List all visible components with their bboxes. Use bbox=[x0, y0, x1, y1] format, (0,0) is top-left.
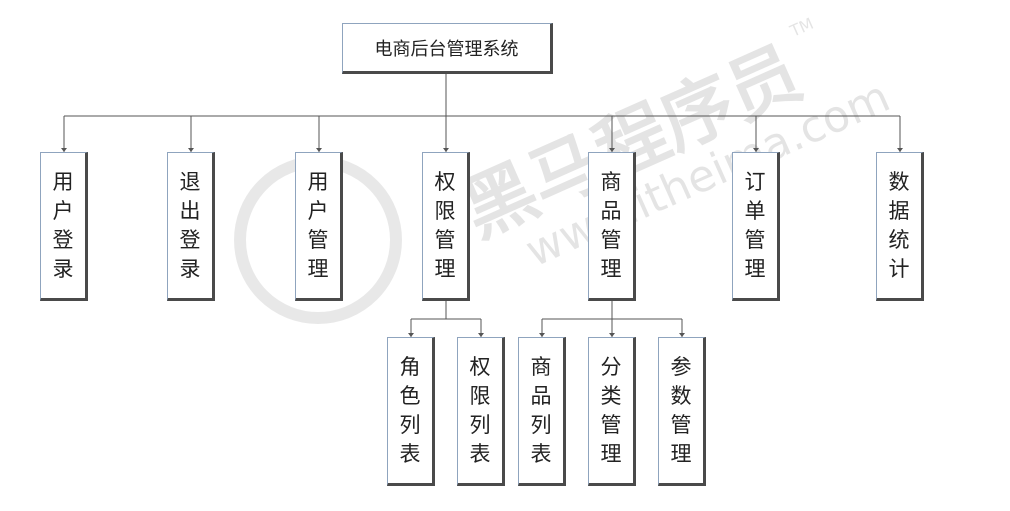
node-data-stats: 数据统计 bbox=[876, 152, 924, 301]
node-label: 分类管理 bbox=[600, 354, 622, 466]
node-order-mgmt: 订单管理 bbox=[732, 152, 780, 301]
node-logout: 退出登录 bbox=[167, 152, 215, 301]
node-label: 参数管理 bbox=[670, 354, 692, 466]
node-category-mgmt: 分类管理 bbox=[588, 337, 636, 486]
node-label: 商品列表 bbox=[530, 354, 552, 466]
node-permission-mgmt: 权限管理 bbox=[422, 152, 470, 301]
node-user-mgmt: 用户管理 bbox=[295, 152, 343, 301]
node-label: 退出登录 bbox=[179, 169, 201, 281]
node-label: 订单管理 bbox=[744, 169, 766, 281]
node-product-mgmt: 商品管理 bbox=[588, 152, 636, 301]
node-permission-list: 权限列表 bbox=[457, 337, 505, 486]
node-label: 数据统计 bbox=[888, 169, 910, 281]
node-label: 用户登录 bbox=[52, 169, 74, 281]
node-product-list: 商品列表 bbox=[518, 337, 566, 486]
node-role-list: 角色列表 bbox=[387, 337, 435, 486]
node-label: 用户管理 bbox=[307, 169, 329, 281]
node-user-login: 用户登录 bbox=[40, 152, 88, 301]
root-node: 电商后台管理系统 bbox=[342, 23, 553, 74]
node-label: 权限列表 bbox=[469, 354, 491, 466]
node-label: 权限管理 bbox=[434, 169, 456, 281]
node-label: 角色列表 bbox=[399, 354, 421, 466]
root-label: 电商后台管理系统 bbox=[374, 38, 519, 60]
node-param-mgmt: 参数管理 bbox=[658, 337, 706, 486]
node-label: 商品管理 bbox=[600, 169, 622, 281]
